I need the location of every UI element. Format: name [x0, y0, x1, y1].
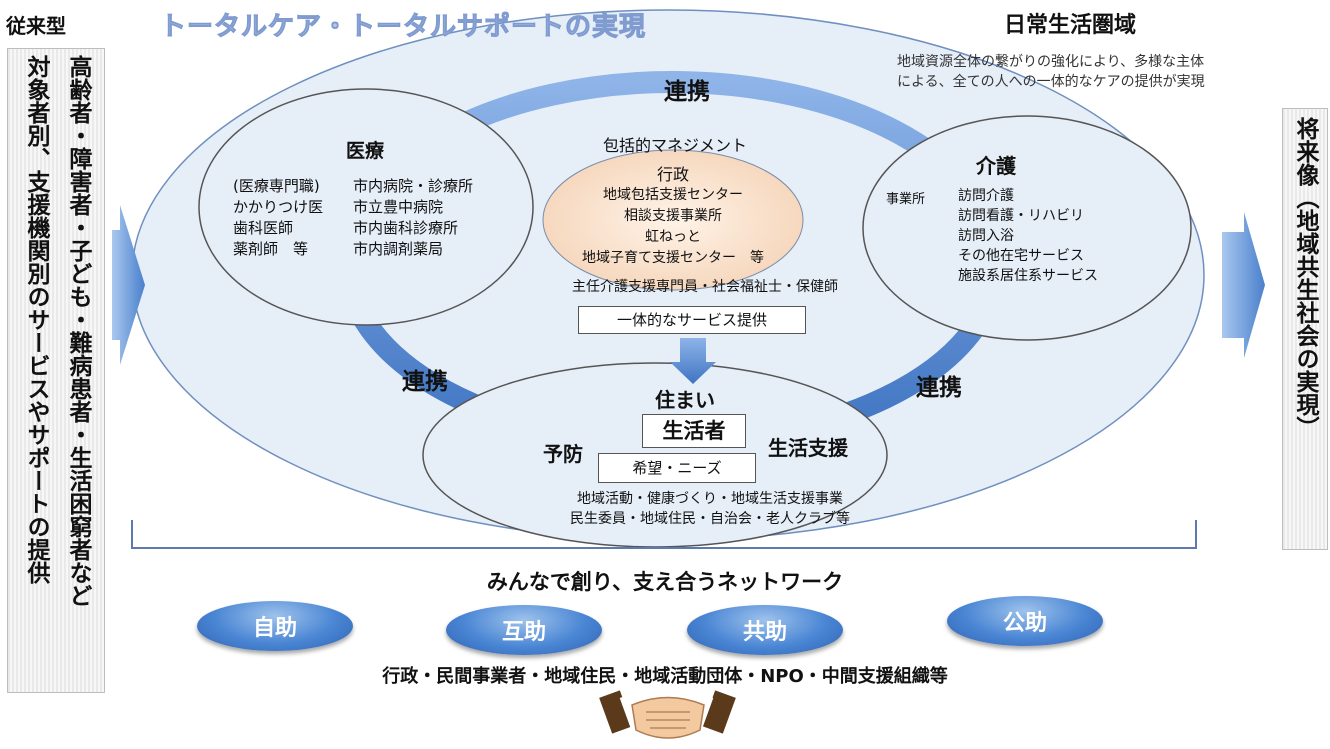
- medical-facility: 市内調剤薬局: [353, 240, 444, 258]
- medical-row: 薬剤師 等 市内調剤薬局: [233, 239, 473, 260]
- network-title: みんなで創り、支え合うネットワーク: [486, 570, 844, 594]
- housing-label: 住まい: [655, 388, 715, 412]
- daily-area-desc-line1: 地域資源全体の繋がりの強化により、多様な主体: [897, 54, 1205, 70]
- pill-public-help: 公助: [947, 596, 1103, 646]
- center-title: 包括的マネジメント: [602, 136, 747, 155]
- pill-cooperative-help: 共助: [687, 605, 843, 655]
- arrow-down: [670, 338, 716, 384]
- prevention-label: 予防: [543, 442, 583, 466]
- care-item: 訪問入浴: [958, 228, 1014, 244]
- medical-role: 歯科医師: [233, 219, 294, 237]
- care-item: 訪問介護: [958, 188, 1014, 204]
- conventional-targets-text: 高齢者・障害者・子ども・難病患者・生活困窮者など: [65, 55, 91, 607]
- care-title: 介護: [976, 154, 1016, 178]
- label-conventional: 従来型: [6, 14, 66, 38]
- bottom-line1: 地域活動・健康づくり・地域生活支援事業: [577, 491, 843, 507]
- linkage-label-right: 連携: [916, 375, 962, 401]
- arrow-right: [1222, 212, 1265, 358]
- medical-row: (医療専門職) 市内病院・診療所: [233, 176, 473, 197]
- life-support-label: 生活支援: [768, 436, 848, 460]
- medical-ellipse: [198, 88, 534, 326]
- care-item: 施設系居住系サービス: [958, 268, 1098, 284]
- care-ellipse: [862, 115, 1192, 341]
- medical-row: 歯科医師 市内歯科診療所: [233, 218, 473, 239]
- network-actors: 行政・民間事業者・地域住民・地域活動団体・NPO・中間支援組織等: [382, 666, 948, 687]
- center-sub: 主任介護支援専門員・社会福祉士・保健師: [572, 279, 838, 295]
- center-item: 地域包括支援センター: [603, 187, 743, 203]
- center-item: 地域子育て支援センター 等: [582, 250, 764, 266]
- medical-facility: 市内歯科診療所: [353, 219, 459, 237]
- center-ellipse: [542, 149, 804, 291]
- main-title: トータルケア・トータルサポートの実現: [159, 12, 647, 43]
- medical-row: かかりつけ医 市立豊中病院: [233, 197, 473, 218]
- pill-mutual-help: 互助: [446, 605, 602, 655]
- center-item: 相談支援事業所: [624, 208, 722, 224]
- service-box: 一体的なサービス提供: [578, 306, 806, 334]
- daily-area-desc: 地域資源全体の繋がりの強化により、多様な主体 による、全ての人への一体的なケアの…: [897, 52, 1205, 92]
- care-list: 訪問介護 訪問看護・リハビリ 訪問入浴 その他在宅サービス 施設系居住系サービス: [958, 186, 1098, 286]
- linkage-label-top: 連携: [664, 79, 710, 105]
- handshake-icon: [599, 690, 736, 739]
- care-item: 訪問看護・リハビリ: [958, 208, 1084, 224]
- daily-area-desc-line2: による、全ての人への一体的なケアの提供が実現: [897, 74, 1205, 90]
- medical-facility: 市内病院・診療所: [353, 177, 474, 195]
- medical-facility: 市立豊中病院: [353, 198, 444, 216]
- network-bracket: [131, 520, 1197, 549]
- medical-role: かかりつけ医: [233, 198, 324, 216]
- resident-box: 生活者: [642, 414, 746, 448]
- medical-role: 薬剤師 等: [233, 240, 309, 258]
- arrow-left: [112, 205, 145, 365]
- care-item: その他在宅サービス: [958, 248, 1084, 264]
- conventional-box: 高齢者・障害者・子ども・難病患者・生活困窮者など 対象者別、支援機関別のサービス…: [7, 48, 105, 693]
- medical-title: 医療: [346, 140, 385, 162]
- needs-box: 希望・ニーズ: [598, 453, 756, 483]
- center-item: 虹ねっと: [645, 229, 701, 245]
- daily-area-title: 日常生活圏域: [1004, 13, 1137, 38]
- medical-table: (医療専門職) 市内病院・診療所 かかりつけ医 市立豊中病院 歯科医師 市内歯科診療所…: [233, 176, 473, 260]
- future-box: 将来像（地域共生社会の実現）: [1282, 108, 1328, 550]
- center-item: 行政: [656, 165, 689, 184]
- center-list: 行政 地域包括支援センター 相談支援事業所 虹ねっと 地域子育て支援センター 等: [548, 164, 798, 269]
- linkage-label-left: 連携: [402, 369, 448, 395]
- future-text: 将来像（地域共生社会の実現）: [1292, 117, 1318, 439]
- pill-self-help: 自助: [197, 601, 353, 651]
- conventional-service-text: 対象者別、支援機関別のサービスやサポートの提供: [23, 55, 49, 584]
- care-label-office: 事業所: [886, 192, 926, 207]
- medical-role: (医療専門職): [233, 177, 320, 195]
- bottom-line2: 民生委員・地域住民・自治会・老人クラブ等: [570, 511, 850, 527]
